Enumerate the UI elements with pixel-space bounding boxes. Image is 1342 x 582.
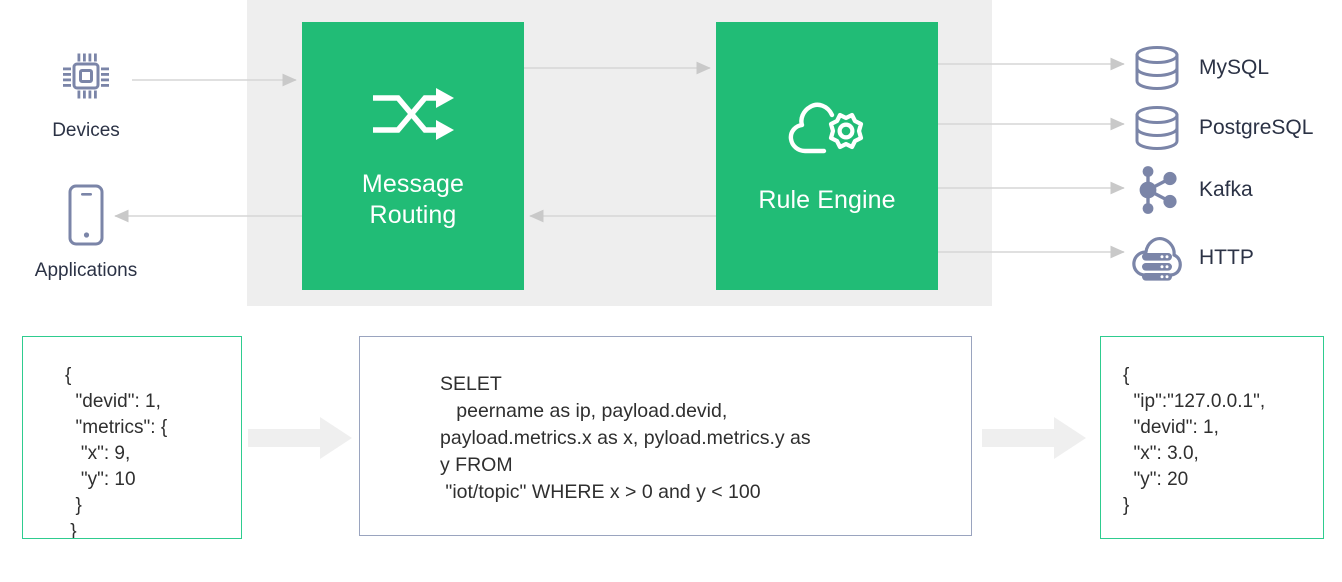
destination-http[interactable]: HTTP: [1129, 230, 1254, 286]
code-panel-output-payload[interactable]: { "ip":"127.0.0.1", "devid": 1, "x": 3.0…: [1100, 336, 1324, 539]
cloud-gear-icon: [781, 97, 873, 165]
node-network-icon: [1129, 164, 1185, 216]
code-panel-input-payload[interactable]: { "devid": 1, "metrics": { "x": 9, "y": …: [22, 336, 242, 539]
database-cylinder-icon: [1129, 102, 1185, 154]
flow-arrow-input-to-sql: [248, 417, 352, 459]
source-devices[interactable]: Devices: [50, 40, 122, 142]
label-line-2: Routing: [369, 201, 457, 229]
service-box-rule-engine[interactable]: Rule Engine: [716, 22, 938, 290]
database-cylinder-icon: [1129, 42, 1185, 94]
shuffle-arrows-icon: [367, 81, 459, 149]
destination-kafka[interactable]: Kafka: [1129, 162, 1253, 218]
source-devices-label: Devices: [52, 120, 120, 141]
label-line-1: Message: [361, 170, 465, 198]
destination-postgresql[interactable]: PostgreSQL: [1129, 100, 1313, 156]
destination-http-label: HTTP: [1199, 246, 1254, 269]
cpu-chip-icon: [50, 40, 122, 112]
destination-kafka-label: Kafka: [1199, 178, 1253, 201]
connector-layer: [114, 57, 1125, 259]
source-applications-label: Applications: [34, 260, 138, 281]
destination-mysql[interactable]: MySQL: [1129, 40, 1269, 96]
destination-postgresql-label: PostgreSQL: [1199, 116, 1314, 139]
service-box-rule-engine-label: Rule Engine: [758, 185, 896, 214]
mobile-phone-icon: [50, 180, 122, 252]
source-applications[interactable]: Applications: [26, 180, 146, 282]
destination-mysql-label: MySQL: [1199, 56, 1270, 79]
flow-arrow-sql-to-output: [982, 417, 1086, 459]
cloud-server-icon: [1129, 232, 1185, 284]
code-panel-sql-rule[interactable]: SELET peername as ip, payload.devid, pay…: [359, 336, 972, 536]
